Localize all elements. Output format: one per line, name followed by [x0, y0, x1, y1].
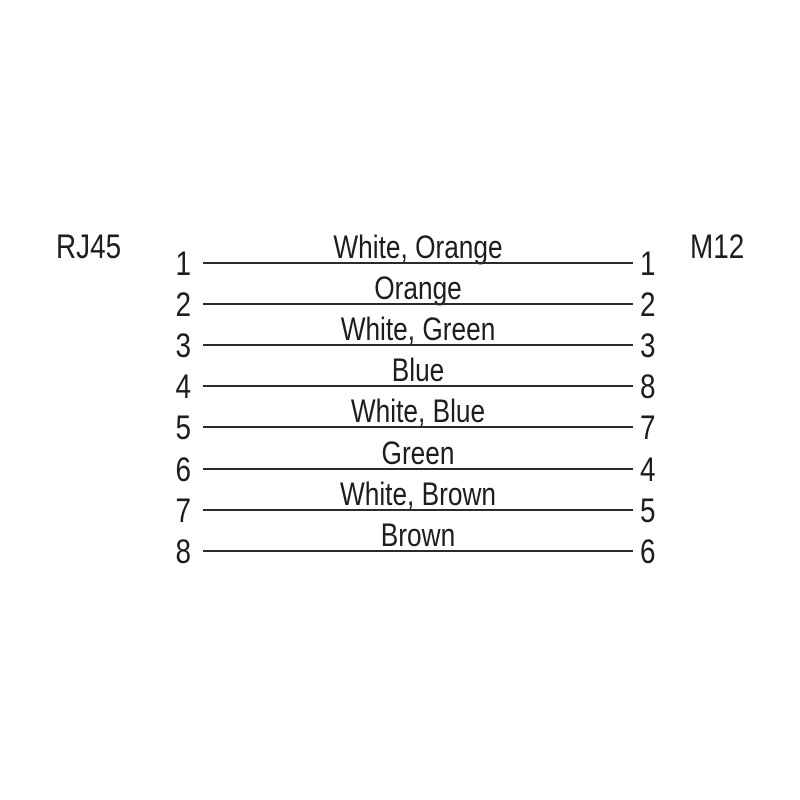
wire-line [203, 262, 633, 264]
wire-color-label: White, Blue [350, 393, 486, 429]
rj45-pin-number: 5 [175, 409, 191, 447]
m12-pin-number: 1 [640, 245, 656, 283]
rj45-pin-number: 2 [175, 286, 191, 324]
wire-color-label: Brown [380, 517, 456, 553]
m12-pin-number: 8 [640, 368, 656, 406]
rj45-pin-number: 1 [175, 245, 191, 283]
left-connector-title: RJ45 [56, 228, 122, 266]
wire-color-label: White, Green [340, 311, 496, 347]
m12-pin-number: 6 [640, 533, 656, 571]
wire-line [203, 509, 633, 511]
wire-line [203, 385, 633, 387]
wire-color-label: Blue [391, 352, 445, 388]
wire-line [203, 468, 633, 470]
m12-pin-number: 7 [640, 409, 656, 447]
m12-pin-number: 4 [640, 451, 656, 489]
wire-line [203, 344, 633, 346]
rj45-pin-number: 3 [175, 327, 191, 365]
rj45-pin-number: 7 [175, 492, 191, 530]
rj45-pin-number: 6 [175, 451, 191, 489]
wire-color-label: White, Orange [333, 229, 503, 265]
wire-line [203, 426, 633, 428]
wire-color-label: Green [381, 435, 455, 471]
m12-pin-number: 5 [640, 492, 656, 530]
m12-pin-number: 2 [640, 286, 656, 324]
wire-line [203, 550, 633, 552]
rj45-pin-number: 8 [175, 533, 191, 571]
wire-color-label: White, Brown [339, 476, 497, 512]
rj45-pin-number: 4 [175, 368, 191, 406]
wire-color-label: Orange [374, 270, 462, 306]
right-connector-title: M12 [690, 228, 745, 266]
wire-line [203, 303, 633, 305]
m12-pin-number: 3 [640, 327, 656, 365]
